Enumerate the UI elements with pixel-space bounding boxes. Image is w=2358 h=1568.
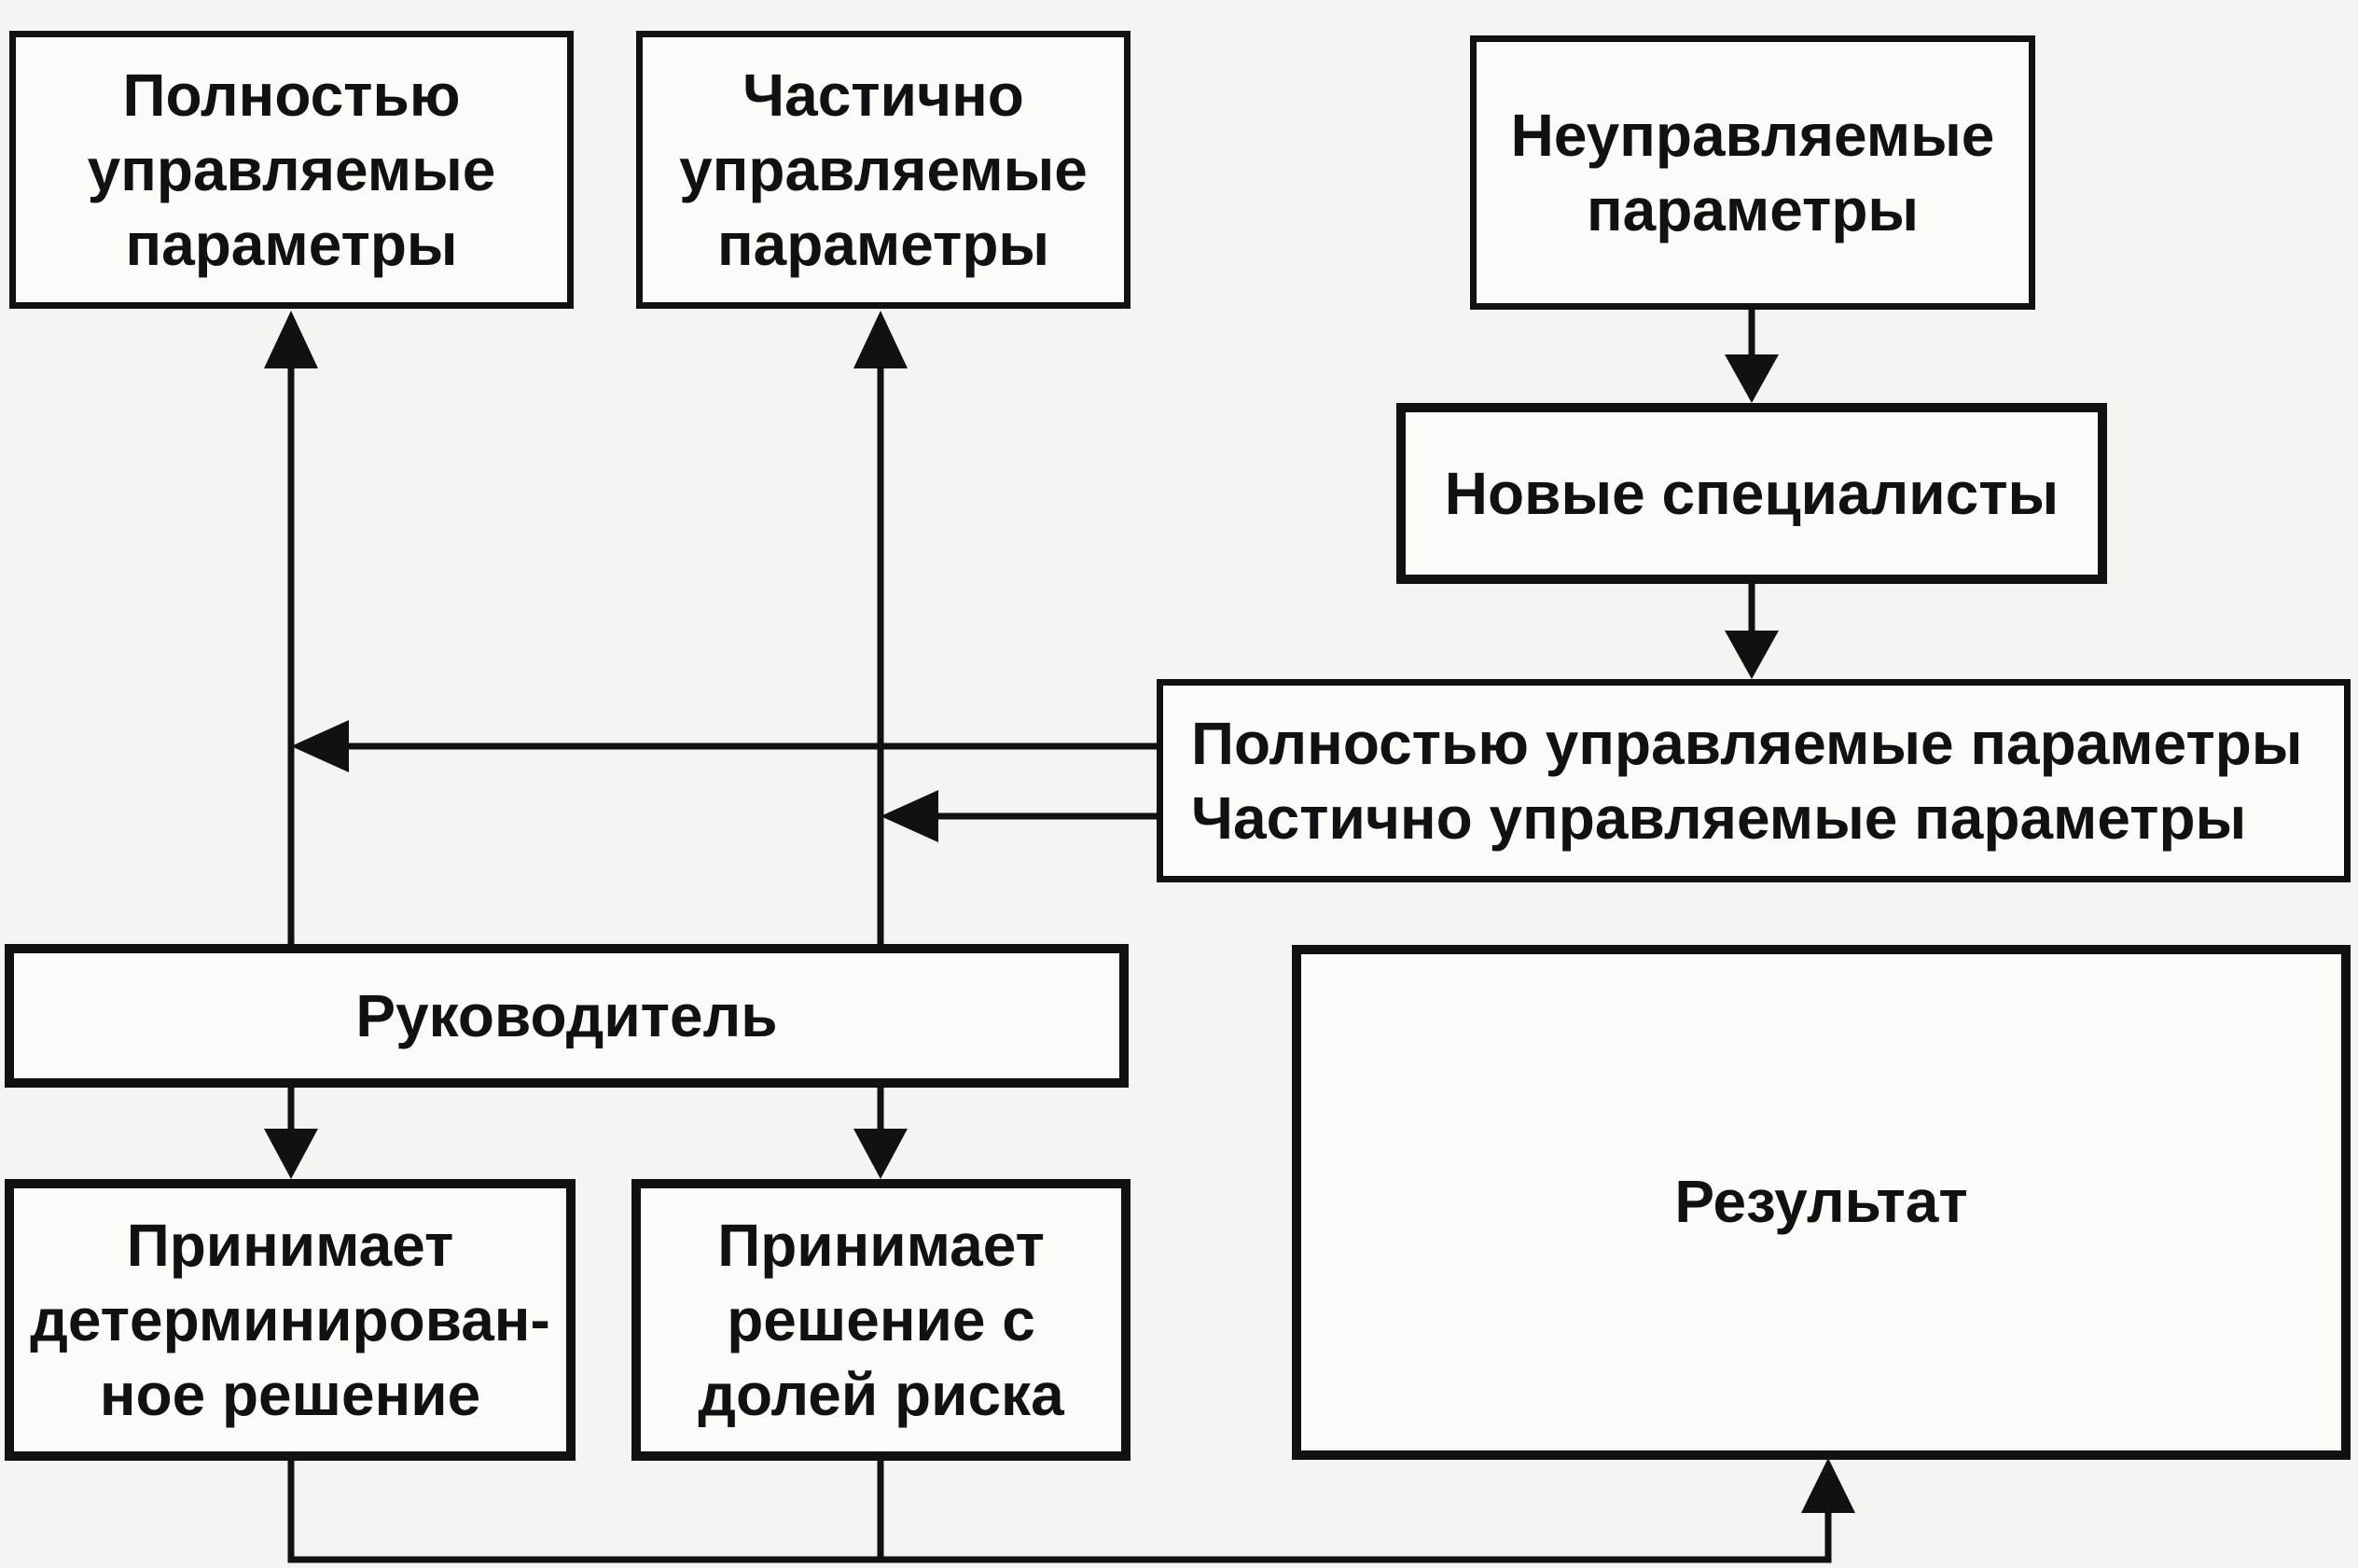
manager-box: Руководитель: [5, 944, 1129, 1088]
uncontrolled-line-2: параметры: [1586, 176, 1920, 243]
arrowhead-up-partially: [853, 311, 908, 368]
converted-params-box: Полностью управляемые параметры Частично…: [1157, 679, 2351, 882]
arrowhead-up-result: [1801, 1458, 1855, 1513]
fully-controlled-line-1: Полностью: [122, 62, 461, 129]
new-specialists-label: Новые специалисты: [1444, 460, 2060, 527]
fully-controlled-line-3: параметры: [125, 211, 458, 278]
arrowhead-down-risk: [853, 1129, 908, 1179]
uncontrolled-line-1: Неуправляемые: [1510, 102, 1995, 169]
arrowhead-left-fully: [291, 720, 349, 772]
partially-controlled-line-1: Частично: [742, 62, 1024, 129]
risk-line-1: Принимает: [717, 1212, 1045, 1279]
deterministic-line-1: Принимает: [126, 1212, 454, 1279]
connector-decisions-to-result: [287, 1454, 1832, 1563]
risk-line-3: долей риска: [698, 1361, 1064, 1428]
result-label: Результат: [1674, 1168, 1968, 1235]
uncontrolled-params-box: Неуправляемые параметры: [1470, 35, 2035, 310]
fully-controlled-line-2: управляемые: [87, 136, 496, 203]
converted-partially-label: Частично управляемые параметры: [1191, 784, 2247, 852]
deterministic-decision-box: Принимает детерминирован- ное решение: [5, 1179, 576, 1461]
partially-controlled-line-3: параметры: [716, 211, 1050, 278]
deterministic-line-3: ное решение: [99, 1361, 481, 1428]
manager-label: Руководитель: [355, 982, 778, 1049]
arrowhead-left-partially: [881, 790, 938, 842]
arrowhead-down-specialists: [1725, 354, 1779, 403]
partially-controlled-params-box: Частично управляемые параметры: [636, 31, 1130, 309]
new-specialists-box: Новые специалисты: [1396, 403, 2107, 584]
risk-line-2: решение с: [727, 1286, 1035, 1353]
arrowhead-down-converted: [1725, 631, 1779, 679]
arrowhead-down-deterministic: [264, 1129, 318, 1179]
risk-decision-box: Принимает решение с долей риска: [631, 1179, 1130, 1461]
deterministic-line-2: детерминирован-: [30, 1286, 550, 1353]
result-box: Результат: [1292, 945, 2351, 1460]
converted-fully-label: Полностью управляемые параметры: [1191, 710, 2303, 777]
arrowhead-up-fully: [264, 311, 318, 368]
partially-controlled-line-2: управляемые: [679, 136, 1088, 203]
fully-controlled-params-box: Полностью управляемые параметры: [9, 31, 574, 309]
